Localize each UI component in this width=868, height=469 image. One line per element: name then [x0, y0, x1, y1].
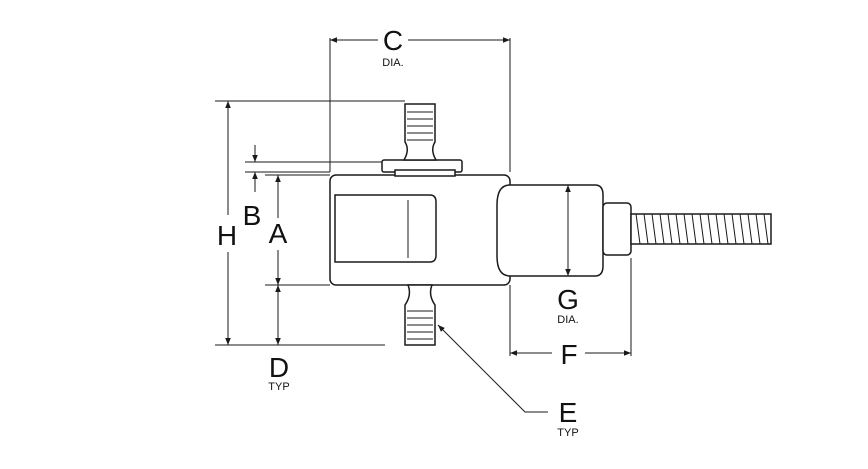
label-g: G	[557, 284, 579, 315]
label-d-sub: TYP	[268, 381, 289, 393]
label-e: E	[559, 397, 578, 428]
top-threaded-stud	[402, 103, 438, 161]
label-b: B	[243, 200, 262, 231]
dimension-c	[329, 37, 511, 172]
label-f: F	[560, 339, 577, 370]
label-d: D	[269, 352, 289, 383]
label-c: C	[383, 25, 403, 56]
label-c-sub: DIA.	[382, 57, 403, 69]
cable	[630, 213, 772, 245]
dimension-b	[245, 145, 382, 192]
bottom-threaded-stud	[404, 284, 436, 346]
label-g-sub: DIA.	[557, 314, 578, 326]
load-cell-body	[329, 159, 632, 286]
dimension-e-leader	[437, 324, 548, 413]
label-a: A	[269, 218, 288, 249]
label-h: H	[217, 220, 237, 251]
label-e-sub: TYP	[557, 427, 578, 439]
dimension-f	[509, 258, 632, 356]
dimension-h	[215, 100, 405, 346]
